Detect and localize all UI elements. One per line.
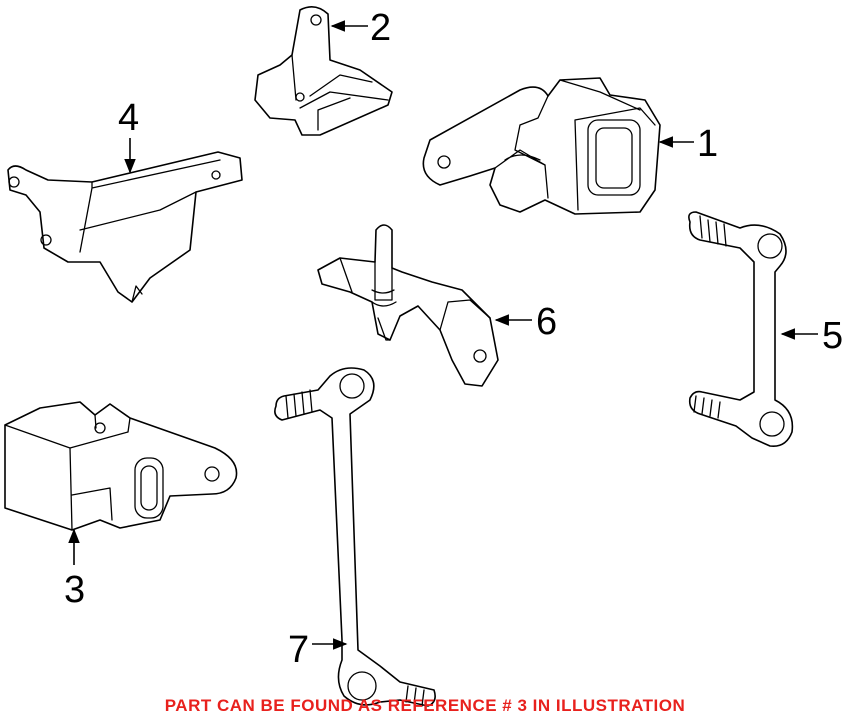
footer-note: PART CAN BE FOUND AS REFERENCE # 3 IN IL…: [164, 696, 686, 715]
callout-7: 7: [288, 629, 348, 671]
callout-1: 1: [658, 123, 718, 165]
part-2-bracket: [254, 6, 393, 136]
part-3-sensor: [4, 401, 238, 531]
callout-label-3: 3: [64, 569, 85, 611]
part-6-bracket: [317, 224, 499, 387]
part-1-sensor: [422, 77, 661, 215]
part-7-link: [274, 367, 436, 707]
callout-3: 3: [64, 528, 85, 611]
callout-label-6: 6: [536, 301, 557, 343]
part-4-bracket: [7, 151, 243, 303]
part-5-link: [688, 211, 794, 448]
callout-label-4: 4: [118, 97, 139, 139]
callout-4: 4: [118, 97, 139, 174]
callout-label-1: 1: [697, 123, 718, 165]
callout-5: 5: [780, 315, 843, 357]
callout-6: 6: [494, 301, 557, 343]
callout-label-2: 2: [370, 7, 391, 49]
callout-label-5: 5: [822, 315, 843, 357]
callout-label-7: 7: [288, 629, 309, 671]
callout-2: 2: [330, 7, 391, 49]
